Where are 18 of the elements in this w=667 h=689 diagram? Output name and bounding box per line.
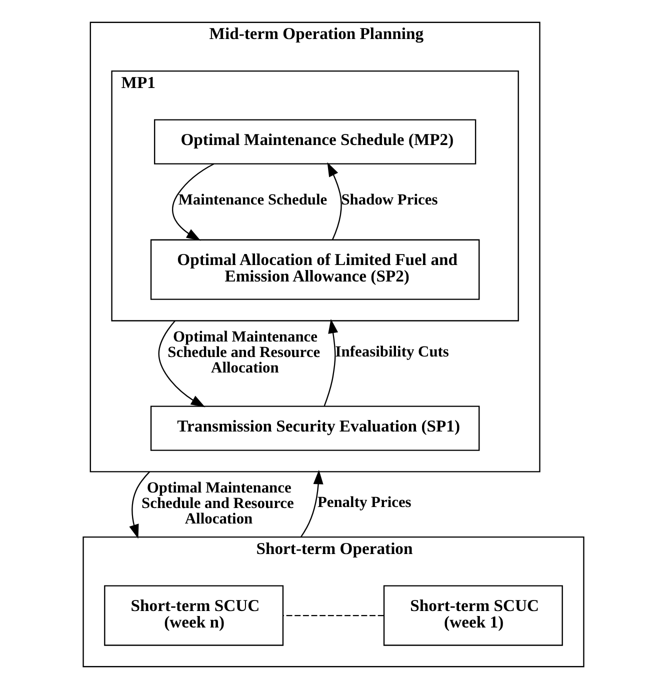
node-box: Short-term SCUC (week 1) [383,585,563,646]
arrow [129,471,150,539]
arrow [172,163,214,241]
arrow [300,470,324,538]
arrow [158,320,206,408]
edge-label: Optimal Maintenance Schedule and Resource Allocation [168,328,320,376]
edge-label: Optimal Maintenance Schedule and Resource Allocation [142,479,294,528]
edge-label: Shadow Prices [341,192,438,209]
node-box: Optimal Allocation of Limited Fuel and Emission Allowance (SP2) [150,239,480,300]
node-box: Short-term SCUC (week n) [104,585,284,646]
node-box: Optimal Maintenance Schedule (MP2) [154,119,476,164]
arrow [324,318,338,406]
arrow [327,162,342,240]
connector [283,614,384,616]
node-box: Transmission Security Evaluation (SP1) [150,406,480,451]
edge-label: Infeasibility Cuts [335,343,449,360]
edge-label: Maintenance Schedule [178,192,328,209]
edge-label: Penalty Prices [317,494,412,512]
